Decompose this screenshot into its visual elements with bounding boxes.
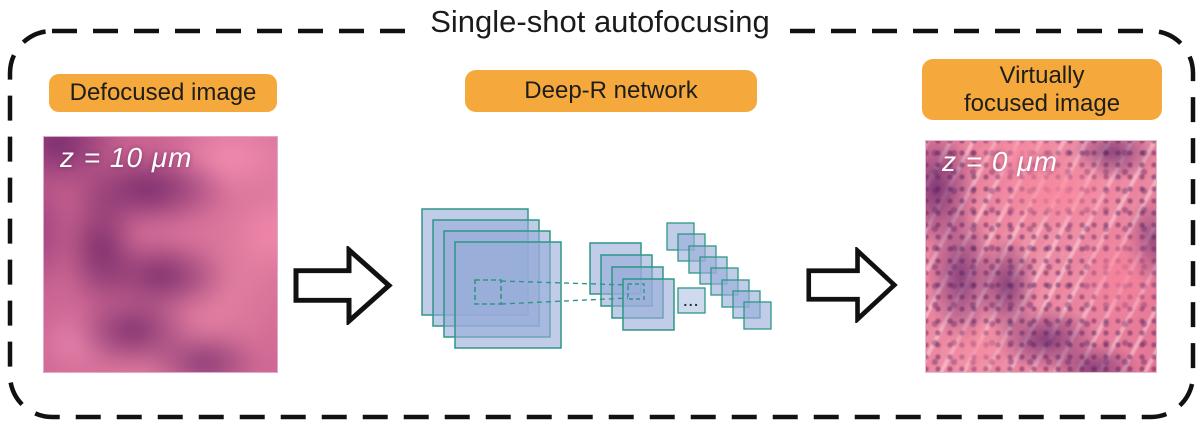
input-depth-annotation: z = 10 μm — [60, 142, 193, 173]
block-arrow-left-icon — [293, 246, 393, 325]
ellipsis-label: ... — [683, 293, 699, 309]
virtually-focused-image: z = 0 μm — [925, 140, 1157, 373]
defocused-image: z = 10 μm — [43, 136, 278, 373]
virtually-focused-image-texture — [926, 141, 1156, 372]
feature-map-layer — [743, 301, 772, 330]
output-stage-label-line1: Virtually — [999, 61, 1085, 89]
receptive-field-connector — [500, 280, 629, 286]
ellipsis-layer-box — [677, 287, 706, 314]
receptive-field-target-box — [627, 283, 645, 300]
figure-title: Single-shot autofocusing — [412, 2, 788, 42]
input-stage-label: Defocused image — [49, 74, 277, 112]
receptive-field-connector — [500, 297, 629, 305]
output-stage-label-line2: focused image — [963, 89, 1121, 117]
block-arrow-shape — [293, 246, 393, 325]
network-stage-label: Deep-R network — [465, 70, 757, 112]
receptive-field-box — [474, 279, 502, 305]
conv-layer — [622, 278, 675, 331]
conv-layer — [454, 241, 562, 349]
output-stage-label: Virtually focused image — [922, 59, 1162, 120]
block-arrow-shape — [806, 247, 898, 323]
deep-r-network-diagram: ... — [421, 208, 772, 349]
output-depth-annotation: z = 0 μm — [942, 146, 1058, 177]
defocused-image-texture — [44, 137, 277, 372]
block-arrow-right-icon — [806, 247, 898, 323]
